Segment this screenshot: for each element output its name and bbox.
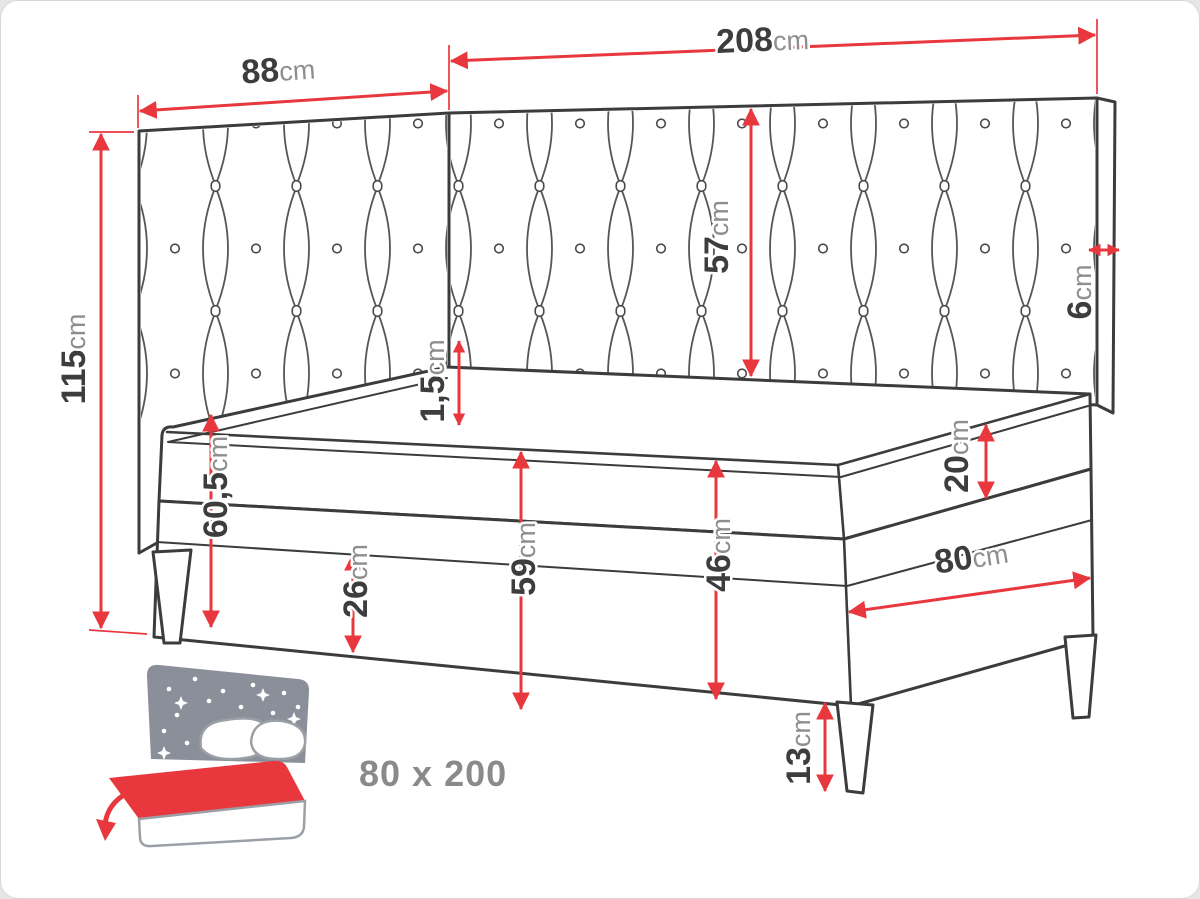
stars-decoration: [157, 676, 301, 760]
back-headboard-panel: [447, 96, 1117, 415]
dim-label-base-height: 46cm: [700, 518, 738, 592]
icon-pillow-right: [249, 719, 307, 761]
dim-line-back-width: [449, 26, 1097, 70]
back-panel-tufting: [451, 100, 1095, 403]
base-seam: [156, 519, 1093, 587]
dim-label-back-width: 208cm: [715, 19, 809, 61]
dim-label-mattress-thickness: 20cm: [938, 419, 976, 493]
dim-label-platform-height: 59cm: [505, 522, 543, 596]
dim-label-headboard-height: 57cm: [698, 200, 736, 274]
foot-back-leg: [1063, 633, 1098, 720]
dim-label-leg-height: 13cm: [780, 711, 818, 785]
dim-label-side-width: 88cm: [240, 48, 316, 91]
head-leg: [151, 548, 193, 645]
dim-label-mattress-top-height: 60,5cm: [197, 436, 235, 538]
dim-line-bed-width: [847, 571, 1092, 619]
lift-arrow-icon: [96, 786, 138, 841]
icon-mattress-top: [109, 760, 305, 819]
foot-front-leg: [835, 700, 875, 795]
dimension-lines: [88, 19, 1120, 793]
storage-bed-icon: [96, 664, 310, 848]
dim-line-side-width: [138, 83, 449, 119]
icon-mattress-side: [137, 799, 307, 848]
dimension-labels: 88cm 208cm 115cm 57cm 6cm 1,5cm 60,5cm 2…: [53, 18, 1102, 787]
bed-legs: [151, 548, 1098, 795]
panel-edge-face: [1095, 96, 1117, 415]
dim-label-lower-base: 26cm: [337, 544, 375, 618]
bed-base: [152, 467, 1095, 708]
dim-label-topper: 1,5cm: [414, 339, 452, 422]
dim-label-bed-width: 80cm: [932, 533, 1011, 582]
topper-seam: [167, 377, 1089, 478]
bed-drawing: [137, 96, 1117, 795]
dim-label-total-height: 115cm: [55, 314, 93, 405]
size-label: 80 x 200: [359, 753, 507, 794]
dim-label-panel-thickness: 6cm: [1061, 265, 1099, 320]
base-corner-edge: [842, 537, 853, 708]
